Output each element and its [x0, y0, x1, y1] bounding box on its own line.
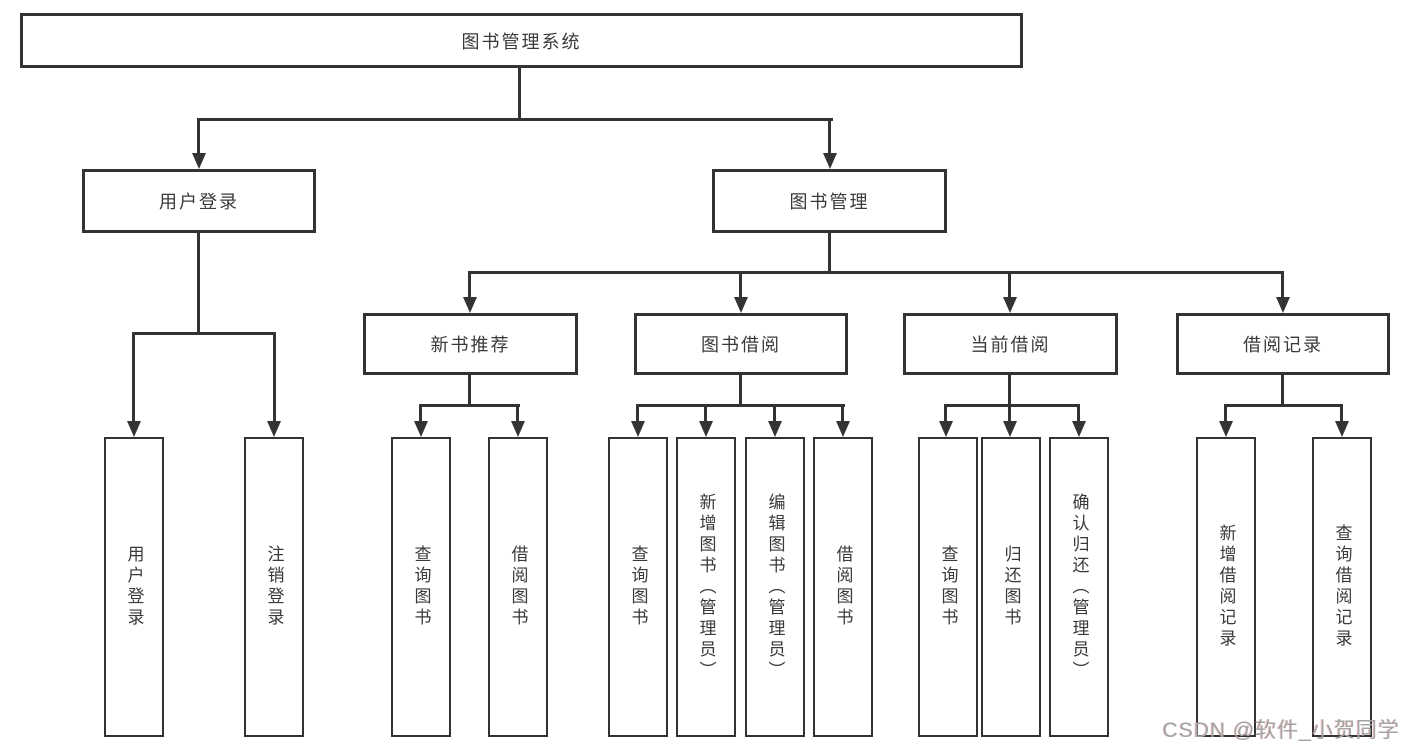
- connector-vline: [773, 404, 776, 421]
- connector-hline: [197, 118, 833, 121]
- arrow-down-icon: [631, 421, 645, 437]
- connector-vline: [468, 375, 471, 406]
- arrow-down-icon: [463, 297, 477, 313]
- node-user-login-label: 用户登录: [159, 192, 239, 212]
- node-book-borrowing: 图书借阅: [634, 313, 848, 375]
- node-borrowing-records-label: 借阅记录: [1243, 335, 1323, 355]
- arrow-down-icon: [192, 153, 206, 169]
- connector-hline: [420, 404, 520, 407]
- connector-vline: [944, 404, 947, 421]
- connector-vline: [739, 271, 742, 298]
- leaf-records-add-borrow-record-label: 新增借阅记录: [1216, 524, 1236, 650]
- connector-hline: [468, 271, 1284, 274]
- leaf-logout-login: 注销登录: [244, 437, 304, 737]
- connector-hline: [945, 404, 1080, 407]
- leaf-user-login: 用户登录: [104, 437, 164, 737]
- node-new-book-recommendation-label: 新书推荐: [430, 335, 511, 355]
- leaf-borrowing-add-books-admin-label: 新增图书（管理员）: [696, 492, 716, 682]
- leaf-borrowing-query-books: 查询图书: [608, 437, 668, 737]
- connector-vline: [197, 118, 200, 154]
- connector-vline: [419, 404, 422, 421]
- leaf-current-confirm-return-admin: 确认归还（管理员）: [1049, 437, 1109, 737]
- arrow-down-icon: [1072, 421, 1086, 437]
- connector-hline: [1225, 404, 1343, 407]
- connector-vline: [1340, 404, 1343, 421]
- connector-vline: [1008, 404, 1011, 421]
- leaf-records-query-borrow-record-label: 查询借阅记录: [1332, 524, 1352, 650]
- connector-vline: [132, 332, 135, 421]
- arrow-down-icon: [768, 421, 782, 437]
- node-current-borrowing: 当前借阅: [903, 313, 1118, 375]
- watermark-text: CSDN @软件_小贺同学: [1162, 719, 1400, 742]
- connector-vline: [828, 233, 831, 274]
- node-user-login: 用户登录: [82, 169, 316, 233]
- node-book-borrowing-label: 图书借阅: [701, 335, 781, 355]
- leaf-borrowing-add-books-admin: 新增图书（管理员）: [676, 437, 736, 737]
- leaf-borrowing-borrow-books-label: 借阅图书: [833, 545, 853, 629]
- node-book-management: 图书管理: [712, 169, 947, 233]
- arrow-down-icon: [511, 421, 525, 437]
- connector-vline: [1281, 271, 1284, 298]
- connector-hline: [132, 332, 276, 335]
- leaf-borrowing-edit-books-admin: 编辑图书（管理员）: [745, 437, 805, 737]
- arrow-down-icon: [699, 421, 713, 437]
- leaf-recommend-borrow-books-label: 借阅图书: [508, 545, 528, 629]
- node-library-system-label: 图书管理系统: [461, 31, 582, 52]
- arrow-down-icon: [267, 421, 281, 437]
- arrow-down-icon: [823, 153, 837, 169]
- arrow-down-icon: [734, 297, 748, 313]
- node-current-borrowing-label: 当前借阅: [970, 335, 1051, 355]
- leaf-current-return-books-label: 归还图书: [1001, 545, 1021, 629]
- arrow-down-icon: [127, 421, 141, 437]
- leaf-records-query-borrow-record: 查询借阅记录: [1312, 437, 1372, 737]
- leaf-borrowing-borrow-books: 借阅图书: [813, 437, 873, 737]
- connector-vline: [468, 271, 471, 298]
- connector-vline: [1281, 375, 1284, 406]
- node-book-management-label: 图书管理: [789, 192, 870, 212]
- connector-vline: [516, 404, 519, 421]
- arrow-down-icon: [836, 421, 850, 437]
- leaf-current-query-books-label: 查询图书: [938, 545, 958, 629]
- connector-vline: [828, 118, 831, 154]
- leaf-recommend-query-books-label: 查询图书: [411, 545, 431, 629]
- leaf-current-query-books: 查询图书: [918, 437, 978, 737]
- node-borrowing-records: 借阅记录: [1176, 313, 1390, 375]
- arrow-down-icon: [1003, 297, 1017, 313]
- leaf-current-return-books: 归还图书: [981, 437, 1041, 737]
- leaf-recommend-borrow-books: 借阅图书: [488, 437, 548, 737]
- connector-vline: [1008, 271, 1011, 298]
- connector-vline: [704, 404, 707, 421]
- connector-vline: [1224, 404, 1227, 421]
- arrow-down-icon: [939, 421, 953, 437]
- leaf-current-confirm-return-admin-label: 确认归还（管理员）: [1069, 492, 1089, 682]
- connector-vline: [1008, 375, 1011, 406]
- leaf-borrowing-query-books-label: 查询图书: [628, 545, 648, 629]
- arrow-down-icon: [1335, 421, 1349, 437]
- connector-vline: [518, 68, 521, 121]
- connector-vline: [1077, 404, 1080, 421]
- leaf-logout-login-label: 注销登录: [264, 545, 284, 629]
- arrow-down-icon: [1219, 421, 1233, 437]
- connector-vline: [273, 332, 276, 421]
- node-new-book-recommendation: 新书推荐: [363, 313, 578, 375]
- connector-vline: [636, 404, 639, 421]
- leaf-borrowing-edit-books-admin-label: 编辑图书（管理员）: [765, 492, 785, 682]
- arrow-down-icon: [1003, 421, 1017, 437]
- connector-hline: [637, 404, 845, 407]
- connector-vline: [739, 375, 742, 406]
- arrow-down-icon: [414, 421, 428, 437]
- node-library-system: 图书管理系统: [20, 13, 1023, 68]
- arrow-down-icon: [1276, 297, 1290, 313]
- leaf-records-add-borrow-record: 新增借阅记录: [1196, 437, 1256, 737]
- connector-vline: [841, 404, 844, 421]
- connector-vline: [197, 233, 200, 335]
- leaf-user-login-label: 用户登录: [124, 545, 144, 629]
- leaf-recommend-query-books: 查询图书: [391, 437, 451, 737]
